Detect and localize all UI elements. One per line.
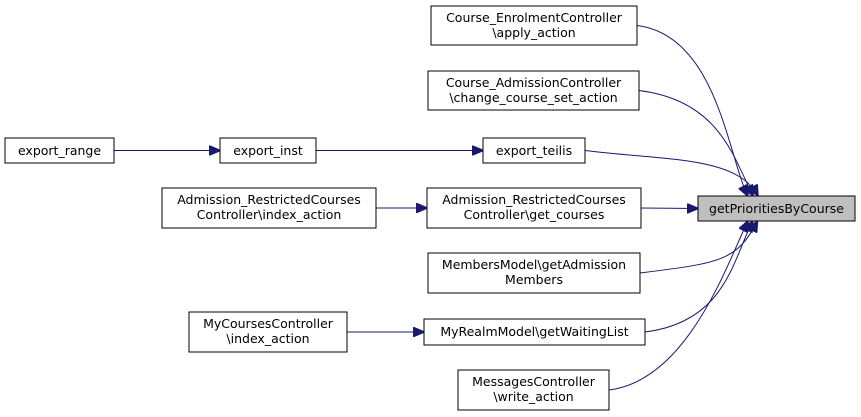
node-label: \change_course_set_action: [449, 90, 617, 105]
node-label: \index_action: [226, 331, 309, 346]
edge-write_action-to-root: [608, 221, 748, 391]
node-label: \apply_action: [492, 25, 575, 40]
node-get-courses[interactable]: Admission_RestrictedCourses Controller\g…: [426, 187, 642, 229]
node-change-course-set-action[interactable]: Course_AdmissionController \change_cours…: [427, 70, 640, 111]
node-get-waiting-list[interactable]: MyRealmModel\getWaitingList: [423, 318, 646, 346]
node-apply-action[interactable]: Course_EnrolmentController \apply_action: [430, 5, 638, 46]
node-label: export_range: [18, 143, 101, 158]
node-label: getPrioritiesByCourse: [709, 201, 844, 216]
node-label: Controller\get_courses: [464, 207, 605, 222]
node-label: MyRealmModel\getWaitingList: [440, 324, 628, 339]
edge-get_waiting_list-to-root: [644, 221, 753, 333]
node-label: Course_EnrolmentController: [446, 10, 623, 25]
node-label: Admission_RestrictedCourses: [177, 192, 361, 207]
node-index-action-mycourses[interactable]: MyCoursesController \index_action: [188, 311, 348, 353]
node-getPrioritiesByCourse[interactable]: getPrioritiesByCourse: [697, 195, 856, 222]
node-label: \write_action: [493, 389, 573, 404]
node-index-action-admission[interactable]: Admission_RestrictedCourses Controller\i…: [161, 187, 377, 229]
node-label: Course_AdmissionController: [446, 75, 622, 90]
edge-get_admission_members-to-root: [639, 221, 757, 274]
edge-get_courses-to-root: [640, 208, 698, 209]
node-label: MyCoursesController: [203, 316, 334, 331]
edge-export_teilis-to-root: [584, 150, 758, 197]
node-write-action[interactable]: MessagesController \write_action: [457, 369, 610, 411]
edge-apply_action-to-root: [636, 25, 748, 197]
edge-change_course_set-to-root: [638, 90, 753, 197]
node-label: Members: [505, 272, 563, 287]
node-label: export_teilis: [496, 143, 572, 158]
edges: [114, 25, 758, 391]
node-label: MembersModel\getAdmission: [442, 257, 626, 272]
node-label: MessagesController: [472, 374, 596, 389]
node-label: Controller\index_action: [197, 207, 342, 222]
node-export-teilis[interactable]: export_teilis: [482, 137, 586, 164]
node-label: Admission_RestrictedCourses: [442, 192, 626, 207]
node-export-inst[interactable]: export_inst: [219, 137, 317, 164]
node-label: export_inst: [233, 143, 303, 158]
node-export-range[interactable]: export_range: [4, 137, 115, 164]
node-get-admission-members[interactable]: MembersModel\getAdmission Members: [427, 252, 641, 294]
